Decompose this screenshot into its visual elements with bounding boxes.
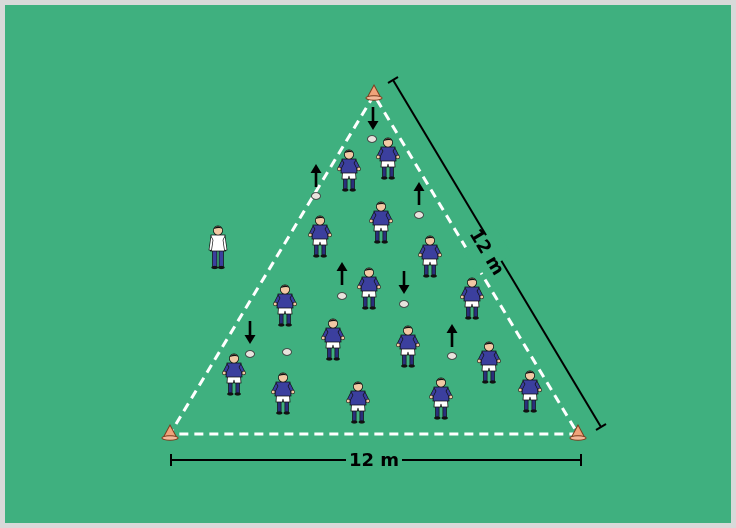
- base-length-label: 12 m: [349, 450, 399, 471]
- rugby-ball-icon: [448, 353, 457, 360]
- rugby-ball-icon: [338, 293, 347, 300]
- rugby-ball-icon: [368, 136, 377, 143]
- rugby-ball-icon: [400, 301, 409, 308]
- rugby-ball-icon: [246, 351, 255, 358]
- pitch: [5, 5, 731, 523]
- rugby-ball-icon: [312, 193, 321, 200]
- rugby-ball-icon: [283, 349, 292, 356]
- rugby-ball-icon: [415, 212, 424, 219]
